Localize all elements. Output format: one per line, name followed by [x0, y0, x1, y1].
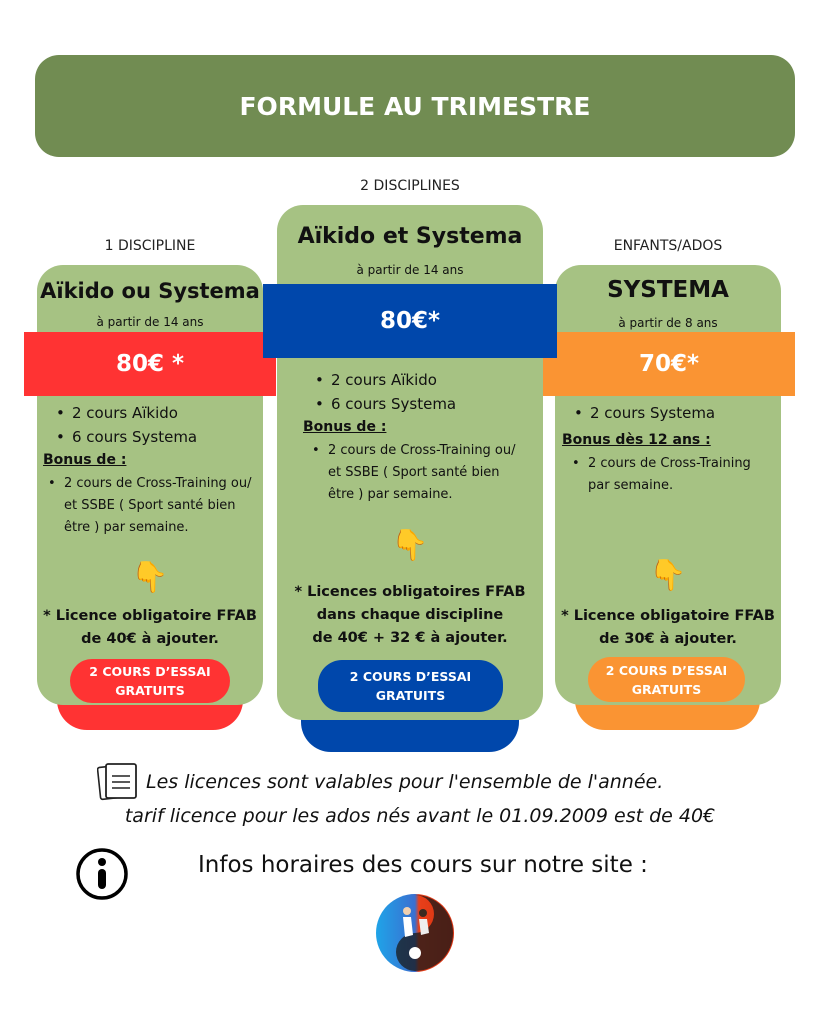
info-icon — [76, 848, 128, 900]
list-item: 2 cours Aïkido — [309, 368, 529, 392]
schedule-info-text: Infos horaires des cours sur notre site … — [198, 852, 648, 878]
free-trial-button[interactable]: 2 COURS D’ESSAI GRATUITS — [318, 660, 503, 712]
course-list: 2 cours Aïkido 6 cours Systema — [309, 368, 529, 416]
price-band: 70€* — [543, 332, 795, 396]
card-age: à partir de 8 ans — [618, 316, 718, 330]
licence-ados-note: tarif licence pour les ados nés avant le… — [124, 805, 716, 827]
notepad-icon — [97, 763, 137, 801]
free-trial-button[interactable]: 2 COURS D’ESSAI GRATUITS — [588, 657, 745, 702]
list-item: 2 cours Systema — [568, 401, 778, 425]
bonus-list: 2 cours de Cross-Training par semaine. — [566, 453, 766, 497]
list-item: 2 cours de Cross-Training par semaine. — [566, 453, 766, 497]
price-band: 80€ * — [24, 332, 276, 396]
price: 80€ * — [115, 351, 185, 377]
card-age: à partir de 14 ans — [96, 315, 204, 329]
bonus-label: Bonus dès 12 ans : — [562, 432, 711, 448]
card-title: Aïkido et Systema — [297, 224, 523, 249]
free-trial-button[interactable]: 2 COURS D’ESSAI GRATUITS — [70, 659, 230, 703]
card-age: à partir de 14 ans — [356, 263, 464, 277]
bonus-list: 2 cours de Cross-Training ou/ et SSBE ( … — [306, 440, 516, 506]
card-title: SYSTEMA — [607, 277, 729, 303]
card-category: ENFANTS/ADOS — [613, 238, 723, 254]
page-header: FORMULE AU TRIMESTRE — [35, 55, 795, 157]
card-category: 2 DISCIPLINES — [360, 178, 460, 194]
list-item: 6 cours Systema — [50, 425, 260, 449]
club-logo[interactable] — [375, 893, 455, 973]
price: 70€* — [638, 351, 700, 377]
bonus-label: Bonus de : — [43, 452, 127, 468]
list-item: 6 cours Systema — [309, 392, 529, 416]
bonus-list: 2 cours de Cross-Training ou/ et SSBE ( … — [42, 473, 252, 539]
licence-validity-note: Les licences sont valables pour l'ensemb… — [146, 771, 664, 793]
price-band: 80€* — [263, 284, 557, 358]
list-item: 2 cours de Cross-Training ou/ et SSBE ( … — [42, 473, 252, 539]
card-title: Aïkido ou Systema — [40, 279, 260, 303]
pointing-down-hand-icon: 👇 — [391, 528, 429, 563]
pointing-down-hand-icon: 👇 — [131, 560, 169, 595]
course-list: 2 cours Aïkido 6 cours Systema — [50, 401, 260, 449]
header-title: FORMULE AU TRIMESTRE — [239, 91, 591, 121]
card-category: 1 DISCIPLINE — [104, 238, 196, 254]
list-item: 2 cours Aïkido — [50, 401, 260, 425]
course-list: 2 cours Systema — [568, 401, 778, 425]
list-item: 2 cours de Cross-Training ou/ et SSBE ( … — [306, 440, 516, 506]
bonus-label: Bonus de : — [303, 419, 387, 435]
pointing-down-hand-icon: 👇 — [649, 558, 687, 593]
price: 80€* — [379, 308, 441, 334]
